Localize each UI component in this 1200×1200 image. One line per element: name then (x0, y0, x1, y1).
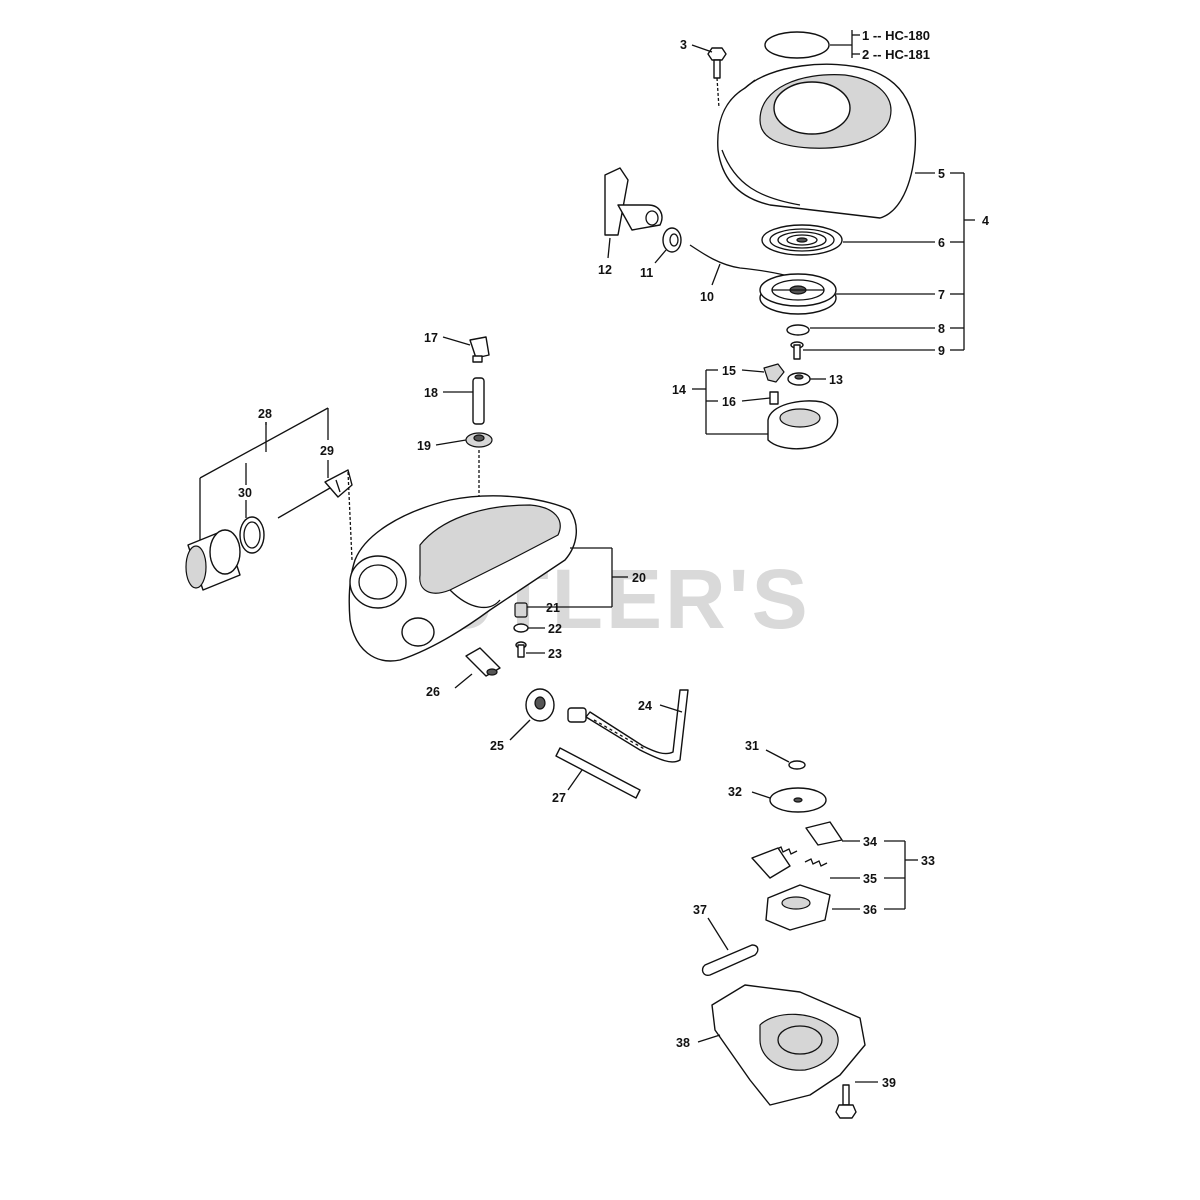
callout-34: 34 (863, 835, 877, 849)
callout-labels: 3 4 5 6 7 8 9 10 11 12 13 14 15 16 17 18… (238, 38, 989, 1090)
part-35-clutch-spring (774, 846, 828, 867)
callout-6: 6 (938, 236, 945, 250)
callout-16: 16 (722, 395, 736, 409)
callout-28: 28 (258, 407, 272, 421)
callout-33: 33 (921, 854, 935, 868)
part-6-recoil-spring (761, 224, 843, 256)
part-16-spring (769, 391, 779, 405)
part-32-plate (769, 787, 827, 813)
model-option-2: 2 -- HC-181 (862, 47, 930, 62)
callout-9: 9 (938, 344, 945, 358)
part-29-fuel-strainer (277, 469, 353, 519)
part-22-washer (513, 623, 529, 633)
callout-4: 4 (982, 214, 989, 228)
callout-21: 21 (546, 601, 560, 615)
callout-27: 27 (552, 791, 566, 805)
part-10-starter-rope (689, 244, 785, 276)
part-23-screw (515, 641, 527, 658)
part-11-rope-guide (662, 227, 682, 253)
part-33-clutch-shoe-lower (751, 847, 791, 879)
model-list: 1 -- HC-180 2 -- HC-181 (862, 28, 930, 62)
part-30-gasket (239, 516, 265, 554)
part-7-rope-reel (759, 273, 837, 315)
leader-lines (199, 44, 975, 1083)
callout-12: 12 (598, 263, 612, 277)
callout-26: 26 (426, 685, 440, 699)
callout-14: 14 (672, 383, 686, 397)
part-21-bushing (514, 602, 528, 618)
part-24-fuel-hose (585, 689, 689, 763)
callout-11: 11 (640, 266, 653, 280)
callout-30: 30 (238, 486, 252, 500)
callout-37: 37 (693, 903, 707, 917)
callout-15: 15 (722, 364, 736, 378)
part-9-screw (790, 341, 804, 360)
part-28-fuel-cap (185, 529, 241, 591)
part-17-vent-cap (469, 336, 490, 363)
callout-5: 5 (938, 167, 945, 181)
part-37-gasket (701, 944, 759, 977)
part-1-2-cap-disc (764, 30, 860, 59)
model-option-1: 1 -- HC-180 (862, 28, 930, 43)
part-14-drum-assembly (767, 400, 839, 450)
part-19-grommet (465, 432, 493, 448)
callout-22: 22 (548, 622, 562, 636)
part-15-pawl (763, 363, 785, 383)
callout-20: 20 (632, 571, 646, 585)
callout-29: 29 (320, 444, 334, 458)
callout-23: 23 (548, 647, 562, 661)
part-31-washer (788, 760, 806, 770)
part-13-nut (787, 372, 811, 386)
callout-32: 32 (728, 785, 742, 799)
part-38-clutch-housing (711, 984, 866, 1106)
callout-13: 13 (829, 373, 843, 387)
part-12-starter-handle (604, 167, 663, 236)
part-3-bolt (707, 47, 727, 109)
part-27-return-hose (555, 747, 641, 799)
part-8-washer (786, 324, 810, 336)
callout-3: 3 (680, 38, 687, 52)
callout-24: 24 (638, 699, 652, 713)
part-5-starter-cover (717, 63, 917, 219)
callout-17: 17 (424, 331, 438, 345)
callout-31: 31 (745, 739, 759, 753)
callout-35: 35 (863, 872, 877, 886)
callout-36: 36 (863, 903, 877, 917)
part-34-clutch-shoe (805, 821, 843, 846)
part-25-primer-bulb (525, 688, 587, 723)
callout-8: 8 (938, 322, 945, 336)
callout-39: 39 (882, 1076, 896, 1090)
callout-25: 25 (490, 739, 504, 753)
part-36-clutch-carrier (765, 884, 831, 931)
callout-38: 38 (676, 1036, 690, 1050)
callout-19: 19 (417, 439, 431, 453)
part-18-tube (472, 377, 485, 425)
part-39-bolt (835, 1084, 857, 1119)
part-20-fuel-tank (348, 495, 577, 662)
callout-7: 7 (938, 288, 945, 302)
callout-18: 18 (424, 386, 438, 400)
callout-10: 10 (700, 290, 714, 304)
part-26-fuel-fitting (465, 647, 501, 677)
